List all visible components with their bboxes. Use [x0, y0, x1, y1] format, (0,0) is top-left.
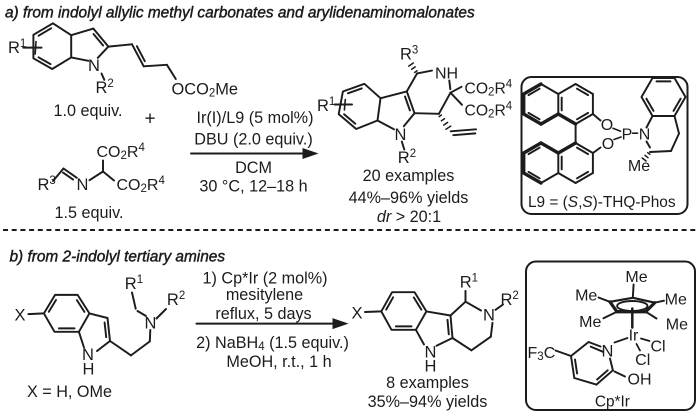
- svg-text:CO2R4: CO2R4: [465, 79, 513, 99]
- svg-text:MeOH, r.t., 1 h: MeOH, r.t., 1 h: [226, 353, 331, 371]
- svg-text:8 examples: 8 examples: [386, 374, 469, 392]
- svg-text:F3C: F3C: [528, 345, 556, 363]
- svg-text:NH: NH: [435, 65, 458, 82]
- svg-text:a) from indolyl allylic methyl: a) from indolyl allylic methyl carbonate…: [5, 5, 475, 22]
- svg-text:Me: Me: [625, 269, 647, 286]
- svg-text:dr > 20:1: dr > 20:1: [377, 208, 441, 226]
- svg-text:N: N: [82, 346, 94, 364]
- svg-text:N: N: [425, 343, 437, 361]
- svg-text:OCO2Me: OCO2Me: [172, 81, 239, 100]
- svg-text:N: N: [639, 127, 651, 144]
- svg-text:reflux, 5 days: reflux, 5 days: [215, 305, 311, 323]
- svg-text:P: P: [622, 126, 633, 143]
- svg-text:Me: Me: [579, 314, 601, 331]
- svg-text:H: H: [425, 357, 437, 375]
- svg-text:+: +: [144, 109, 155, 130]
- svg-text:DBU (2.0 equiv.): DBU (2.0 equiv.): [194, 131, 312, 149]
- svg-text:R1: R1: [125, 274, 143, 293]
- svg-text:Ir(I)/L9 (5 mol%): Ir(I)/L9 (5 mol%): [197, 109, 314, 127]
- svg-text:R3: R3: [38, 175, 56, 194]
- svg-text:N: N: [77, 176, 89, 194]
- svg-text:1) Cp*Ir (2 mol%): 1) Cp*Ir (2 mol%): [202, 270, 327, 288]
- svg-text:Me: Me: [665, 292, 687, 309]
- svg-text:2) NaBH4 (1.5 equiv.): 2) NaBH4 (1.5 equiv.): [196, 334, 349, 353]
- svg-text:DCM: DCM: [235, 159, 272, 177]
- svg-text:N: N: [88, 57, 100, 75]
- svg-text:Me: Me: [666, 316, 688, 333]
- svg-text:1.0 equiv.: 1.0 equiv.: [54, 102, 123, 120]
- svg-text:X: X: [15, 307, 26, 325]
- svg-text:N: N: [483, 307, 495, 325]
- svg-text:R1: R1: [317, 96, 335, 115]
- svg-text:Cl: Cl: [650, 339, 665, 356]
- svg-text:1.5 equiv.: 1.5 equiv.: [55, 204, 124, 222]
- svg-text:Me: Me: [575, 288, 597, 305]
- svg-text:20 examples: 20 examples: [363, 167, 455, 185]
- svg-text:L9 = (S,S)-THQ-Phos: L9 = (S,S)-THQ-Phos: [528, 194, 676, 211]
- svg-text:Cp*Ir: Cp*Ir: [595, 394, 630, 411]
- svg-text:X = H, OMe: X = H, OMe: [27, 383, 112, 401]
- svg-text:N: N: [602, 343, 614, 361]
- svg-text:R3: R3: [400, 45, 418, 64]
- svg-text:R1: R1: [460, 273, 478, 292]
- svg-text:Me: Me: [628, 158, 650, 175]
- svg-text:R2: R2: [501, 290, 519, 309]
- svg-text:35%–94% yields: 35%–94% yields: [368, 393, 488, 411]
- svg-text:O: O: [602, 136, 614, 153]
- svg-text:R2: R2: [398, 148, 416, 167]
- svg-text:OH: OH: [628, 372, 652, 389]
- svg-text:30 °C, 12–18 h: 30 °C, 12–18 h: [199, 178, 307, 196]
- svg-text:CO2R4: CO2R4: [465, 101, 513, 121]
- svg-text:CO2R4: CO2R4: [97, 142, 146, 162]
- svg-text:O: O: [601, 117, 613, 134]
- svg-text:R2: R2: [96, 78, 114, 97]
- svg-text:H: H: [83, 361, 95, 379]
- svg-text:Cl: Cl: [635, 352, 650, 369]
- svg-text:N: N: [145, 314, 157, 332]
- svg-text:mesitylene: mesitylene: [226, 286, 303, 304]
- svg-text:CO2R4: CO2R4: [117, 175, 166, 195]
- svg-text:R2: R2: [167, 290, 185, 309]
- svg-text:b) from 2-indolyl tertiary ami: b) from 2-indolyl tertiary amines: [10, 249, 226, 266]
- svg-text:44%–96% yields: 44%–96% yields: [349, 189, 469, 207]
- svg-text:N: N: [394, 126, 406, 144]
- svg-text:X: X: [352, 305, 363, 323]
- svg-text:Ir: Ir: [629, 328, 639, 345]
